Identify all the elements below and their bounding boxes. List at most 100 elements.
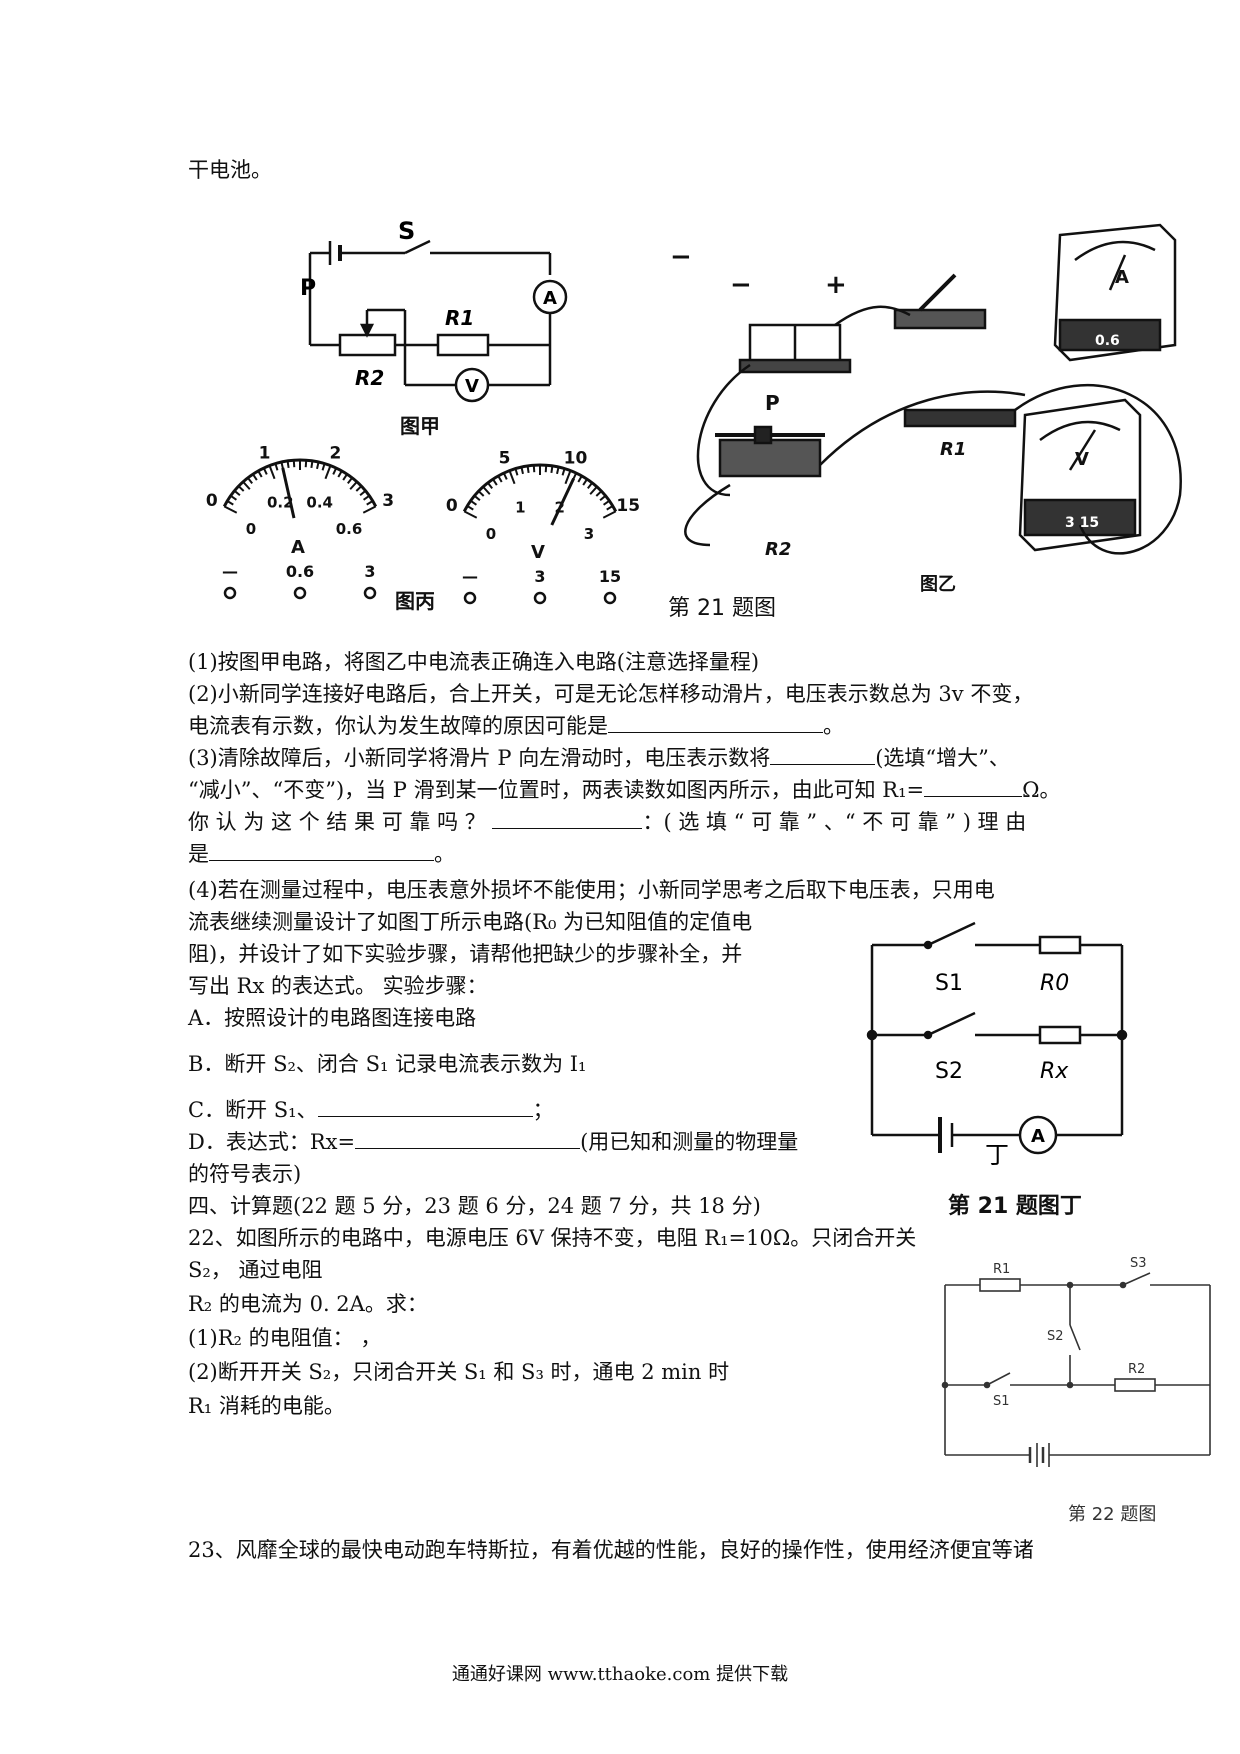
voltmeter-needle [550,477,575,526]
ammeter-tick [324,465,332,480]
ammeter-tick [337,470,343,478]
page-footer: 通通好课网 www.tthaoke.com 提供下载 [451,1664,789,1685]
q21-part2-line2-text: 电流表有示数，你认为发生故障的原因可能是 [188,714,608,738]
answer-blank-fault[interactable] [608,714,823,733]
ammeter-tick [226,500,234,506]
voltmeter-tick [473,495,481,502]
voltmeter-tick [564,470,572,485]
ammeter-tick [242,481,251,490]
jia-r2-label: R2 [355,366,384,390]
voltmeter-tick [550,465,554,473]
ding-s2-label: S2 [935,1059,963,1084]
figure-ding-caption: 第 21 题图丁 [948,1194,1082,1219]
voltmeter-tick [589,486,598,495]
q21-step-d-text: D．表达式：Rx= [188,1130,356,1154]
ammeter-tick [362,505,377,514]
ammeter-tick [292,460,296,468]
yi-ammeter-terminal-label: 0.6 [1095,333,1120,349]
ammeter-tick [316,461,320,470]
jia-ammeter-label: A [543,288,557,309]
ammeter-terminal [223,586,237,600]
answer-blank-voltage-change[interactable] [770,746,876,765]
ammeter-tick [310,460,314,468]
answer-blank-reason[interactable] [209,842,434,861]
yi-plus-label: + [825,270,847,300]
voltmeter-tick [577,475,583,483]
voltmeter-unit-label: V [531,542,545,563]
figure-22-caption: 第 22 题图 [1068,1504,1157,1525]
q21-step-a: A．按照设计的电路图连接电路 [188,1006,477,1030]
ammeter-tick [247,477,253,484]
ding-r0-label: R0 [1040,971,1069,996]
ammeter-outer-tick-label: 0 [206,491,218,511]
fig22-s3-label: S3 [1130,1256,1147,1271]
answer-blank-r1-value[interactable] [924,778,1023,797]
ammeter-tick [280,461,284,470]
q21-part3-line1: (3)清除故障后，小新同学将滑片 P 向左滑动时，电压表示数将 (选填“增大”、 [188,746,1010,771]
q22-line4: (1)R₂ 的电阻值： ， [188,1326,382,1350]
q21-part4-line1: (4)若在测量过程中，电压表意外损坏不能使用；小新同学思考之后取下电压表，只用电 [188,878,995,902]
voltmeter-tick [492,478,498,486]
voltmeter-tick [508,470,516,485]
yi-r2-label: R2 [765,539,791,560]
q21-part3-line2-text: “减小”、“不变”)，当 P 滑到某一位置时，两表读数如图丙所示，由此可知 R₁… [188,778,925,802]
answer-blank-step-c[interactable] [317,1098,533,1117]
ammeter-terminal [293,586,307,600]
figure-21-caption: 第 21 题图 [668,596,776,621]
voltmeter-tick [544,465,548,473]
q21-step-c-end: ； [532,1098,554,1122]
jia-r1-label: R1 [445,306,474,330]
ammeter-tick [304,460,308,468]
voltmeter-tick [497,475,503,483]
voltmeter-outer-tick-label: 0 [446,496,458,516]
figure-ding-circuit: S1 R0 S2 Rx A 丁 [866,921,1128,1169]
figure-yi-apparatus: − − + P R1 R2 A V 0.6 3 15 [670,223,1182,560]
answer-blank-reliable[interactable] [492,810,643,829]
ammeter-tick [321,463,326,471]
voltmeter-inner-tick-label: 1 [515,499,525,517]
ammeter-tick [366,500,374,506]
q21-part3-line3-text: 你 认 为 这 个 结 果 可 靠 吗 ？ [188,810,486,834]
ammeter-tick [363,494,370,501]
figure-bing-voltmeter: 0510150123V—315 [446,449,640,605]
voltmeter-terminal-label: 3 [534,567,545,586]
voltmeter-tick [470,499,477,506]
yi-ammeter-label: A [1115,267,1129,288]
q21-part3-line3-end: ：( 选 填 “ 可 靠 ” 、“ 不 可 靠 ” ) 理 由 [642,810,1027,834]
ding-ammeter-label: A [1031,1126,1045,1147]
voltmeter-tick [526,465,530,473]
yi-minus-label: − [670,242,692,272]
ammeter-unit-label: A [291,537,305,558]
answer-blank-rx-expression[interactable] [355,1130,581,1149]
yi-r1-label: R1 [940,439,966,460]
q21-part3-line1-end: (选填“增大”、 [875,746,1010,770]
voltmeter-tick [582,478,588,486]
voltmeter-inner-tick-label: 3 [584,525,594,543]
ammeter-outer-tick-label: 2 [330,444,342,464]
ding-figure-mark: 丁 [985,1141,1009,1169]
q21-part2-line2-end: 。 [823,714,844,738]
ammeter-tick [286,460,290,468]
fig22-s2-label: S2 [1047,1329,1064,1344]
ammeter-needle [281,467,296,519]
q21-step-c: C．断开 S₁、； [188,1098,554,1123]
ammeter-tick [268,465,276,480]
voltmeter-tick [561,468,566,476]
jia-slider-label: P [300,276,316,301]
ammeter-tick [223,505,238,514]
voltmeter-terminal-label: 15 [599,567,621,586]
ammeter-outer-tick-label: 3 [382,491,394,511]
voltmeter-terminal-label: — [462,567,478,586]
ammeter-tick [257,470,263,478]
voltmeter-outer-tick-label: 10 [564,449,588,469]
voltmeter-tick [520,466,524,475]
ammeter-tick [347,477,353,484]
q21-part3-line1-text: (3)清除故障后，小新同学将滑片 P 向左滑动时，电压表示数将 [188,746,771,770]
ammeter-tick [262,467,268,475]
q21-part3-line2: “减小”、“不变”)，当 P 滑到某一位置时，两表读数如图丙所示，由此可知 R₁… [188,778,1061,803]
fig22-r2-label: R2 [1128,1362,1145,1377]
q21-part2-line2: 电流表有示数，你认为发生故障的原因可能是 。 [188,714,844,739]
voltmeter-tick [463,510,478,519]
jia-voltmeter-label: V [465,376,479,397]
